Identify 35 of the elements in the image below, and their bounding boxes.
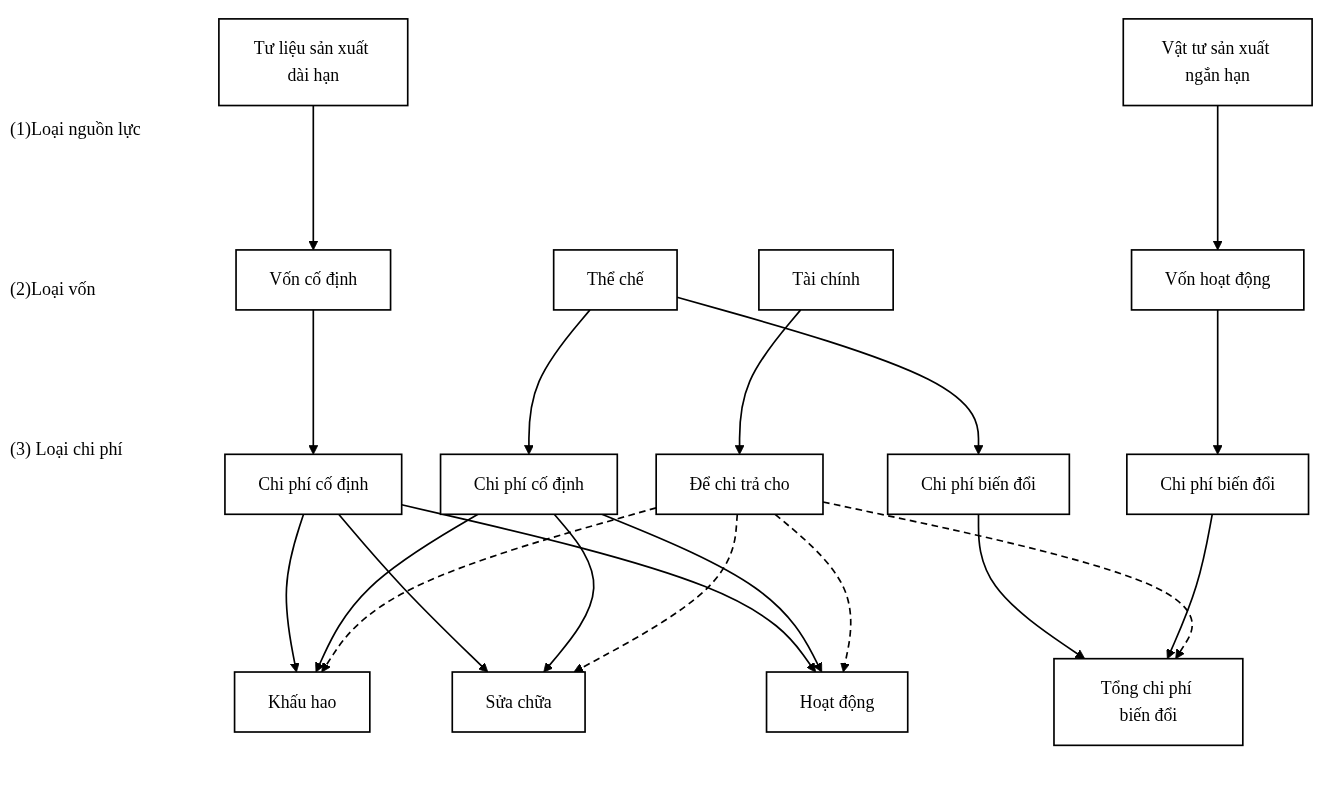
node-box: Để chi trả cho	[655, 453, 824, 516]
node-box: Chi phí biến đổi	[886, 453, 1071, 516]
arrow	[573, 513, 739, 673]
arrow	[977, 513, 1086, 660]
arrow	[308, 104, 319, 251]
node-box: Vốn cố định	[235, 249, 392, 311]
arrow	[321, 507, 657, 673]
node-box: Vốn hoạt động	[1130, 249, 1305, 311]
arrow	[315, 513, 479, 673]
arrow	[1212, 309, 1223, 455]
arrow	[601, 513, 823, 673]
node-box: Sửa chữa	[451, 671, 586, 733]
arrow	[822, 501, 1194, 660]
node-box: Chi phí cố định	[224, 453, 403, 516]
arrow	[1166, 513, 1214, 660]
arrow	[308, 309, 319, 455]
node-box: Chi phí biến đổi	[1126, 453, 1310, 516]
arrow	[285, 513, 305, 673]
node-box: Tư liệu sản xuất dài hạn	[218, 18, 409, 107]
arrow	[774, 513, 852, 673]
arrow	[543, 513, 595, 673]
node-box: Tổng chi phí biến đổi	[1053, 657, 1244, 747]
level-label: (1)Loại nguồn lực	[10, 119, 142, 141]
node-box: Thể chế	[552, 249, 678, 311]
node-box: Hoạt động	[765, 671, 909, 733]
node-box: Tài chính	[758, 249, 894, 311]
arrow	[337, 513, 489, 673]
arrow	[1212, 104, 1223, 251]
level-label: (3) Loại chi phí	[10, 438, 124, 460]
level-label: (2)Loại vốn	[10, 279, 97, 300]
node-box: Chi phí cố định	[439, 453, 619, 516]
arrow	[524, 309, 591, 455]
node-box: Vật tư sản xuất ngắn hạn	[1122, 18, 1313, 107]
arrow	[734, 309, 802, 455]
node-box: Khấu hao	[233, 671, 371, 733]
